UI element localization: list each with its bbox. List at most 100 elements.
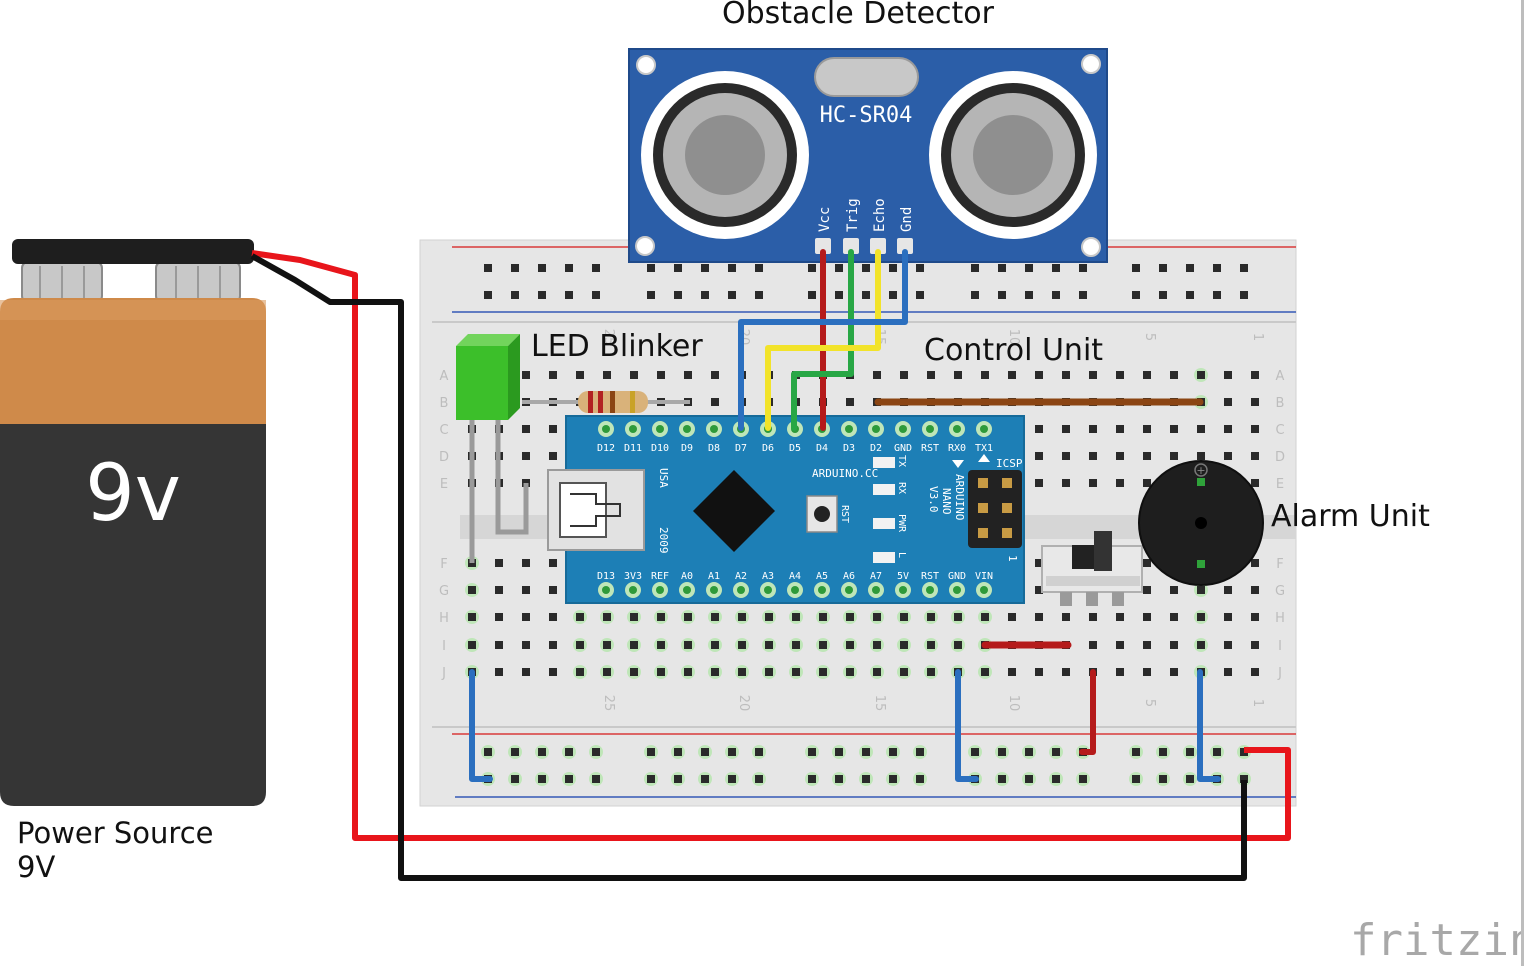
breadboard-hole xyxy=(1035,586,1043,594)
breadboard-hole xyxy=(1089,452,1097,460)
arduino-pin-label: D8 xyxy=(708,443,720,454)
wire-blue-led-gnd xyxy=(469,669,493,782)
breadboard-hole xyxy=(954,641,962,649)
arduino-pin-center xyxy=(764,586,772,594)
breadboard-hole xyxy=(1197,452,1205,460)
breadboard-hole xyxy=(1143,559,1151,567)
rail-hole xyxy=(592,748,600,756)
rail-hole xyxy=(1079,775,1087,783)
breadboard-hole xyxy=(1224,668,1232,676)
rail-hole xyxy=(701,775,709,783)
arduino-pin-center xyxy=(791,586,799,594)
breadboard-hole xyxy=(1224,398,1232,406)
breadboard-hole xyxy=(873,371,881,379)
sensor-pin xyxy=(870,238,886,254)
rail-hole xyxy=(1213,748,1221,756)
rail-hole xyxy=(565,291,573,299)
arduino-pin-label: A4 xyxy=(789,571,801,582)
slide-switch[interactable] xyxy=(1041,531,1143,606)
arduino-pin-label: RX0 xyxy=(948,443,966,454)
icsp-pin1-label: 1 xyxy=(1006,555,1019,562)
breadboard-hole xyxy=(1035,452,1043,460)
sensor-pin xyxy=(843,238,859,254)
rail-hole xyxy=(916,264,924,272)
breadboard-row-letter: J xyxy=(1277,666,1282,681)
sensor-model-label: HC-SR04 xyxy=(820,103,913,128)
arduino-pin-center xyxy=(737,586,745,594)
rail-hole xyxy=(1079,264,1087,272)
rail-hole xyxy=(565,775,573,783)
breadboard-hole xyxy=(630,371,638,379)
rail-hole xyxy=(1159,291,1167,299)
breadboard-hole xyxy=(576,668,584,676)
breadboard-hole xyxy=(711,398,719,406)
breadboard-hole xyxy=(1035,371,1043,379)
breadboard-hole xyxy=(792,613,800,621)
breadboard-hole xyxy=(549,613,557,621)
breadboard-hole xyxy=(495,668,503,676)
led-blinker-label: LED Blinker xyxy=(531,329,703,364)
breadboard-hole xyxy=(1224,452,1232,460)
usb-label: USA xyxy=(657,468,670,488)
breadboard-hole xyxy=(522,371,530,379)
breadboard-hole xyxy=(549,641,557,649)
rail-hole xyxy=(538,748,546,756)
rail-hole xyxy=(1186,264,1194,272)
breadboard-hole xyxy=(549,559,557,567)
rail-hole xyxy=(808,291,816,299)
rail-hole xyxy=(674,748,682,756)
rail-hole xyxy=(701,264,709,272)
rail-hole xyxy=(511,264,519,272)
arduino-pin-label: D13 xyxy=(597,571,615,582)
rail-hole xyxy=(808,264,816,272)
arduino-pin-label: RST xyxy=(921,443,939,454)
resistor xyxy=(522,391,690,413)
breadboard-hole xyxy=(927,668,935,676)
breadboard-hole xyxy=(522,559,530,567)
wire-red-switch-rail xyxy=(1079,669,1096,755)
rail-hole xyxy=(538,775,546,783)
rail-hole xyxy=(484,264,492,272)
battery-clip xyxy=(12,239,254,264)
breadboard-hole xyxy=(1116,479,1124,487)
arduino-pin-center xyxy=(926,425,934,433)
breadboard-row-letter: C xyxy=(439,423,448,438)
wire-trig xyxy=(791,249,854,431)
breadboard-hole xyxy=(927,613,935,621)
breadboard-hole xyxy=(657,668,665,676)
breadboard-hole xyxy=(765,668,773,676)
rail-hole xyxy=(674,264,682,272)
rail-hole xyxy=(538,291,546,299)
breadboard-hole xyxy=(792,668,800,676)
breadboard-hole xyxy=(1251,371,1259,379)
rail-hole xyxy=(755,748,763,756)
breadboard-hole xyxy=(468,641,476,649)
sensor-pin-label: Vcc xyxy=(817,207,833,232)
led-tx xyxy=(873,457,895,468)
microcontroller-chip xyxy=(692,469,776,553)
breadboard-hole xyxy=(603,641,611,649)
breadboard-hole xyxy=(1197,371,1205,379)
breadboard-hole xyxy=(495,641,503,649)
arduino-pin-label: D7 xyxy=(735,443,747,454)
breadboard-hole xyxy=(522,613,530,621)
rail-hole xyxy=(538,264,546,272)
arduino-pin-label: A3 xyxy=(762,571,774,582)
rail-hole xyxy=(1025,748,1033,756)
breadboard-hole xyxy=(1035,425,1043,433)
green-led xyxy=(456,334,529,563)
battery-9v: 9v xyxy=(0,239,266,806)
breadboard-hole xyxy=(1197,425,1205,433)
arduino-pin-label: TX1 xyxy=(975,443,993,454)
breadboard-hole xyxy=(954,613,962,621)
arduino-nano: ICSP ARDUINO.CC USA 2009 RST TX RX PWR L… xyxy=(547,415,1025,604)
arduino-pin-center xyxy=(980,586,988,594)
led-l xyxy=(873,552,895,563)
breadboard-hole xyxy=(765,613,773,621)
breadboard-hole xyxy=(1116,641,1124,649)
rail-hole xyxy=(971,748,979,756)
rail-hole xyxy=(1132,264,1140,272)
brand-label: ARDUINO.CC xyxy=(812,467,878,480)
rail-hole xyxy=(971,291,979,299)
